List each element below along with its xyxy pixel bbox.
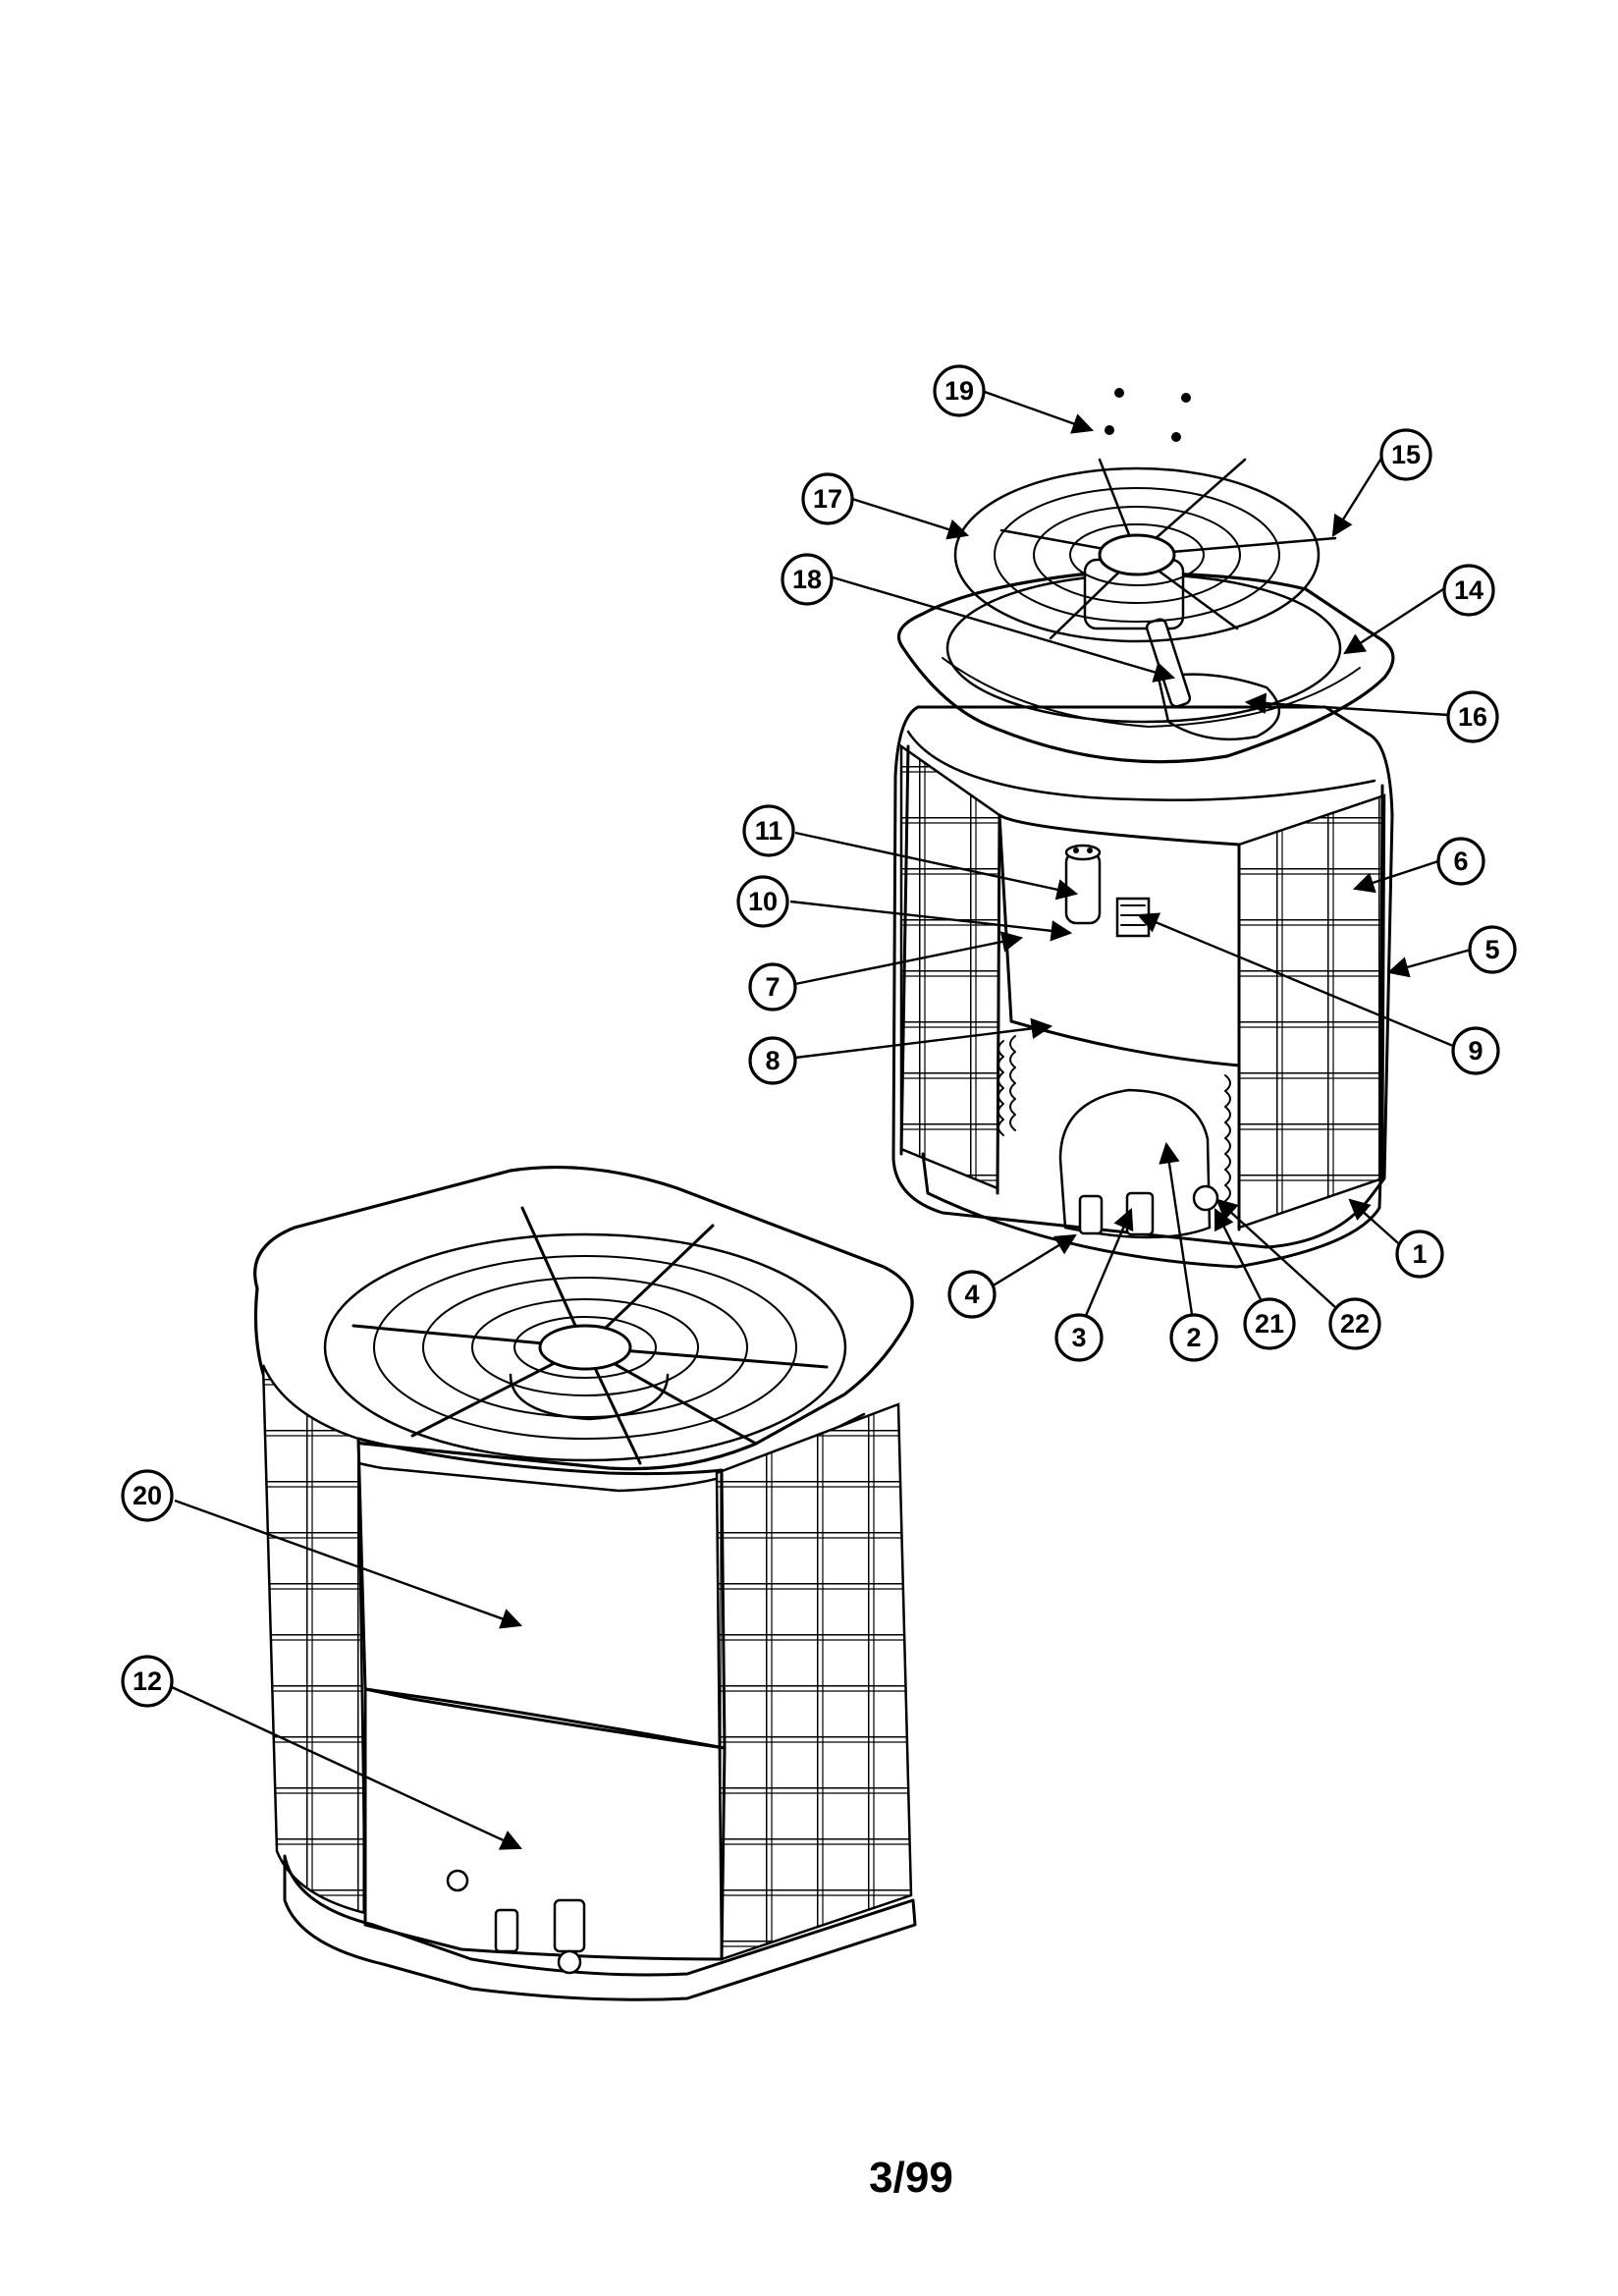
callout-6: 6	[1436, 837, 1485, 886]
control-panel	[998, 813, 1241, 1067]
callout-14: 14	[1442, 564, 1495, 617]
fan-guard	[953, 458, 1337, 643]
callout-4: 4	[947, 1270, 997, 1319]
callout-11: 11	[742, 804, 795, 857]
coil-tube-bends-right	[1224, 1074, 1231, 1202]
access-panel	[356, 1437, 727, 1750]
cabinet-top-rim	[906, 730, 1376, 801]
callout-20-label: 20	[133, 1481, 162, 1510]
callout-2-label: 2	[1186, 1323, 1201, 1352]
callout-9: 9	[1451, 1026, 1500, 1075]
assembled-top-panel	[253, 1165, 914, 1471]
callout-6-label: 6	[1453, 847, 1468, 876]
callout-22: 22	[1328, 1297, 1381, 1350]
callout-11-label: 11	[755, 816, 783, 846]
coil-grid-right	[1237, 793, 1386, 1230]
capacitor	[1064, 844, 1102, 925]
callout-21: 21	[1243, 1297, 1296, 1350]
coil-tube-bends-left	[998, 1035, 1016, 1136]
callout-8-label: 8	[765, 1046, 780, 1075]
callout-3-label: 3	[1071, 1323, 1086, 1352]
assembled-unit	[253, 1165, 917, 2001]
callout-14-label: 14	[1454, 575, 1483, 605]
assembled-coil-grid-left	[261, 1364, 367, 1915]
callout-17-label: 17	[813, 484, 842, 514]
callout-16: 16	[1446, 690, 1499, 743]
callout-16-label: 16	[1458, 702, 1487, 732]
callout-15-label: 15	[1391, 440, 1421, 469]
callout-15: 15	[1379, 428, 1432, 481]
exploded-unit	[891, 388, 1395, 1269]
callout-5-label: 5	[1484, 935, 1499, 964]
callout-21-label: 21	[1255, 1309, 1284, 1339]
callout-19-label: 19	[944, 376, 974, 406]
callout-12-label: 12	[133, 1667, 162, 1696]
fan-blade	[1157, 673, 1281, 741]
callout-5: 5	[1468, 925, 1517, 974]
page-label: 3/99	[869, 2154, 953, 2202]
cabinet-outline	[891, 705, 1394, 1249]
callout-18-label: 18	[792, 565, 822, 594]
callout-9-label: 9	[1468, 1036, 1483, 1066]
callouts: 1 2 3 4 5 6 7 8	[121, 364, 1517, 1850]
callout-8: 8	[748, 1036, 797, 1085]
callout-17: 17	[801, 472, 854, 525]
compressor	[1058, 1088, 1212, 1239]
callout-18: 18	[781, 553, 834, 606]
callout-2: 2	[1169, 1313, 1218, 1362]
service-valves-exploded	[1078, 1184, 1219, 1236]
callout-7-label: 7	[765, 972, 780, 1002]
screws	[1105, 388, 1191, 442]
callout-3: 3	[1054, 1313, 1104, 1362]
callout-10-label: 10	[748, 887, 778, 916]
callout-7: 7	[748, 962, 797, 1011]
callout-1: 1	[1395, 1230, 1444, 1279]
coil-grid-left	[899, 743, 1001, 1190]
assembled-coil-grid-right	[715, 1402, 913, 1961]
callout-4-label: 4	[964, 1280, 979, 1309]
callout-22-label: 22	[1340, 1309, 1370, 1339]
callout-12: 12	[121, 1655, 174, 1708]
base-pan	[921, 1152, 1382, 1269]
assembled-service-valves	[494, 1898, 586, 1975]
callout-1-label: 1	[1412, 1239, 1427, 1269]
access-plug	[446, 1869, 469, 1892]
callout-20: 20	[121, 1469, 174, 1522]
callout-19: 19	[933, 364, 986, 417]
assembled-fan-guard	[323, 1206, 847, 1465]
service-panel	[363, 1687, 727, 1961]
assembled-base	[283, 1854, 917, 2001]
callout-10: 10	[736, 875, 789, 928]
